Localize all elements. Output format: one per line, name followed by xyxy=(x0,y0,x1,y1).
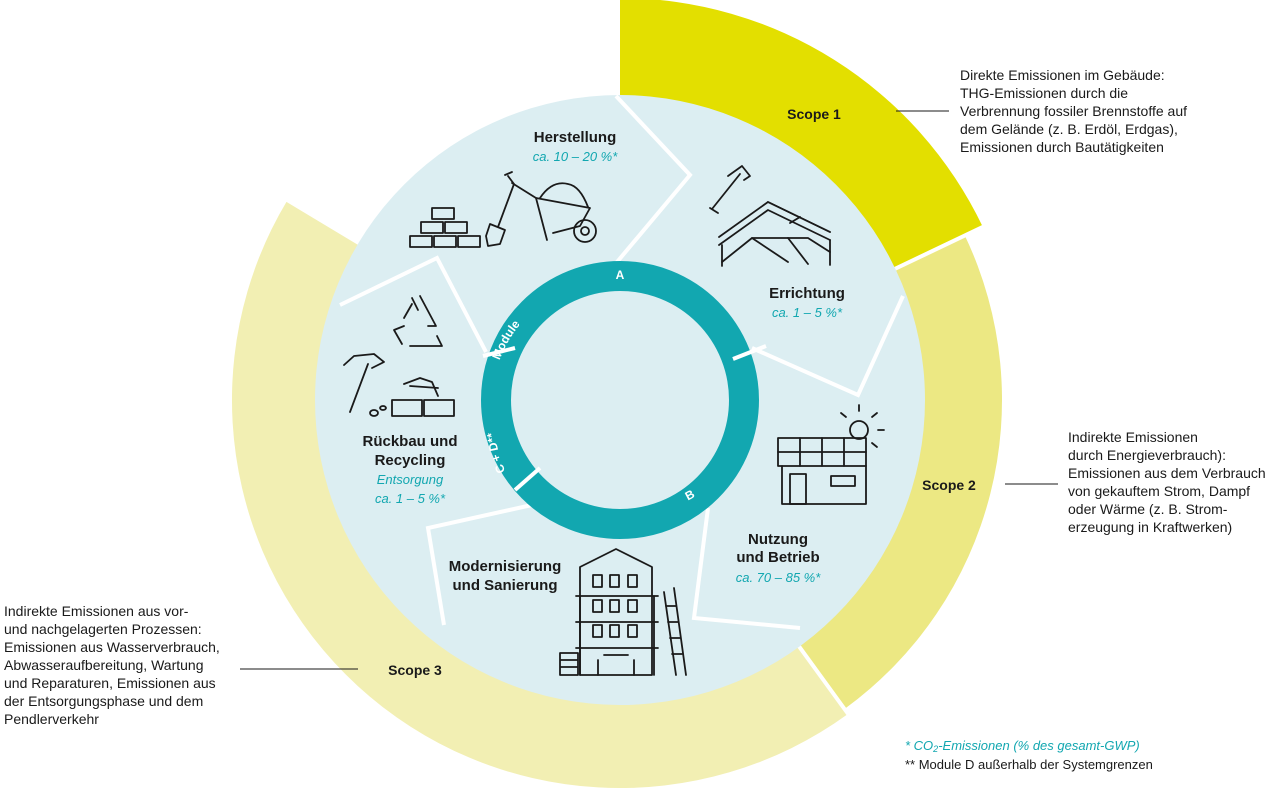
nutzung-title-line1: Nutzung xyxy=(748,531,808,548)
separator-rueckbau-herstellung xyxy=(339,255,488,353)
errichtung-title: Errichtung xyxy=(769,285,845,302)
rueckbau-share: ca. 1 – 5 %* xyxy=(375,491,446,506)
module-ring: Module A C + D** B xyxy=(481,261,767,539)
rueckbau-title-line1: Rückbau und xyxy=(362,433,457,450)
modernisierung-title-line2: und Sanierung xyxy=(453,577,558,594)
scope-separator-3 xyxy=(281,195,375,254)
separator-nutzung-modernisierung xyxy=(691,507,801,630)
building-scaffold-icon xyxy=(559,548,687,676)
modernisierung-title-line1: Modernisierung xyxy=(449,558,562,575)
module-ring-circle xyxy=(481,261,759,539)
footnote-module-d: ** Module D außerhalb der Systemgrenzen xyxy=(905,757,1153,772)
house-solar-sun-icon xyxy=(777,404,885,505)
rueckbau-subtitle: Entsorgung xyxy=(377,472,444,487)
module-separator-cd-a xyxy=(482,346,516,358)
footnote-co2: * CO2-Emissionen (% des gesamt-GWP) xyxy=(905,738,1140,754)
herstellung-share: ca. 10 – 20 %* xyxy=(533,149,618,164)
recycling-hammer-bricks-icon xyxy=(343,295,455,417)
herstellung-title: Herstellung xyxy=(534,129,617,146)
nutzung-title-line2: und Betrieb xyxy=(736,549,819,566)
module-label-a: A xyxy=(616,268,625,282)
wheelbarrow-bricks-icon xyxy=(409,171,597,248)
scope-ring xyxy=(231,0,1003,789)
scope2-label: Scope 2 xyxy=(922,477,976,493)
separator-modernisierung-rueckbau xyxy=(425,503,533,626)
scope3-label: Scope 3 xyxy=(388,662,442,678)
errichtung-share: ca. 1 – 5 %* xyxy=(772,305,843,320)
module-separator-b-cd xyxy=(513,466,542,492)
leader-lines xyxy=(240,110,1058,670)
scope2-description: Indirekte Emissionen durch Energieverbra… xyxy=(1068,429,1266,535)
nutzung-share: ca. 70 – 85 %* xyxy=(736,570,821,585)
scope3-segment xyxy=(231,200,849,789)
separator-errichtung-nutzung xyxy=(751,295,905,398)
scope-labels: Scope 1 Scope 2 Scope 3 xyxy=(388,106,976,678)
phase-separators xyxy=(339,94,905,630)
rueckbau-title-line2: Recycling xyxy=(375,452,446,469)
separator-herstellung-errichtung xyxy=(610,94,693,270)
module-separator-a-b xyxy=(732,344,767,361)
scope1-segment xyxy=(620,0,983,271)
scope1-description: Direkte Emissionen im Gebäude: THG-Emiss… xyxy=(960,67,1188,155)
hammer-house-frame-icon xyxy=(709,165,831,267)
scope-separator-2 xyxy=(791,636,853,719)
scope3-description: Indirekte Emissionen aus vor- und nachge… xyxy=(4,603,220,727)
phase-labels: Herstellung ca. 10 – 20 %* Errichtung ca… xyxy=(362,129,844,594)
scope1-label: Scope 1 xyxy=(787,106,841,122)
scope-separator-1 xyxy=(886,223,988,275)
scope2-segment xyxy=(795,235,1003,709)
